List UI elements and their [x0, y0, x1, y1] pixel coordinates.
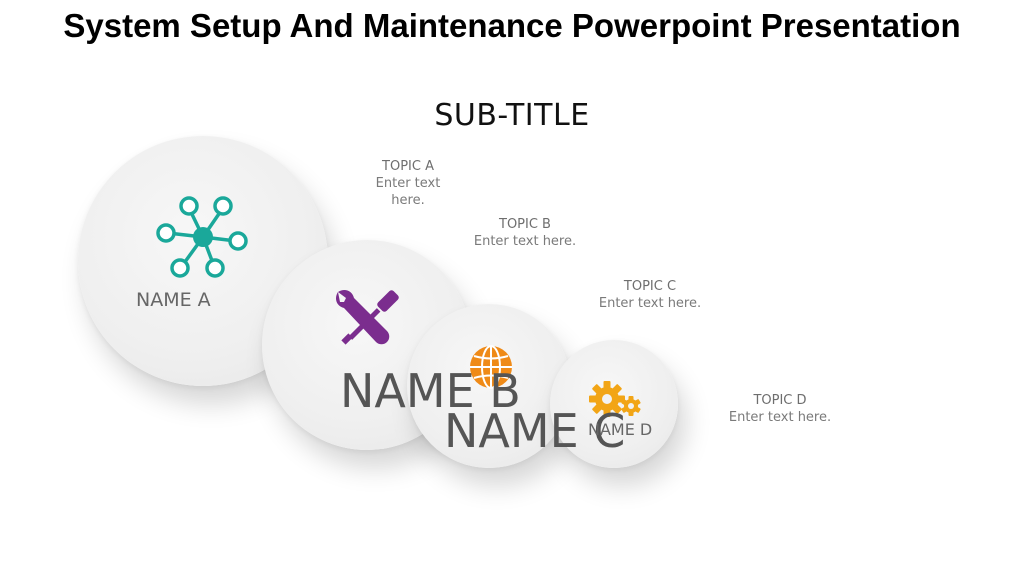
name-b-label: NAME B	[340, 364, 521, 418]
topic-b-title: TOPIC B	[499, 217, 551, 232]
topic-d-text: Enter text here.	[728, 410, 832, 425]
gears-icon	[589, 381, 641, 417]
topic-b-text: Enter text here.	[473, 234, 577, 249]
network-hub-icon	[156, 196, 248, 278]
topic-a: TOPIC A Enter text here.	[368, 158, 448, 209]
tools-wrench-screwdriver-icon	[336, 290, 399, 345]
topic-c-text: Enter text here.	[598, 296, 702, 311]
topic-b: TOPIC B Enter text here.	[470, 216, 580, 250]
topic-a-text: Enter text here.	[375, 176, 441, 208]
slide-subtitle: SUB-TITLE	[434, 98, 590, 133]
topic-c-title: TOPIC C	[623, 279, 677, 294]
topic-d: TOPIC D Enter text here.	[728, 392, 832, 426]
slide-title: System Setup And Maintenance Powerpoint …	[63, 7, 961, 44]
name-c-label: NAME C	[444, 404, 626, 458]
name-d-label: NAME D	[588, 420, 653, 439]
name-a-label: NAME A	[136, 289, 211, 311]
topic-a-title: TOPIC A	[382, 159, 434, 174]
globe-icon	[470, 345, 512, 389]
topic-c: TOPIC C Enter text here.	[598, 278, 702, 312]
topic-d-title: TOPIC D	[753, 393, 807, 408]
